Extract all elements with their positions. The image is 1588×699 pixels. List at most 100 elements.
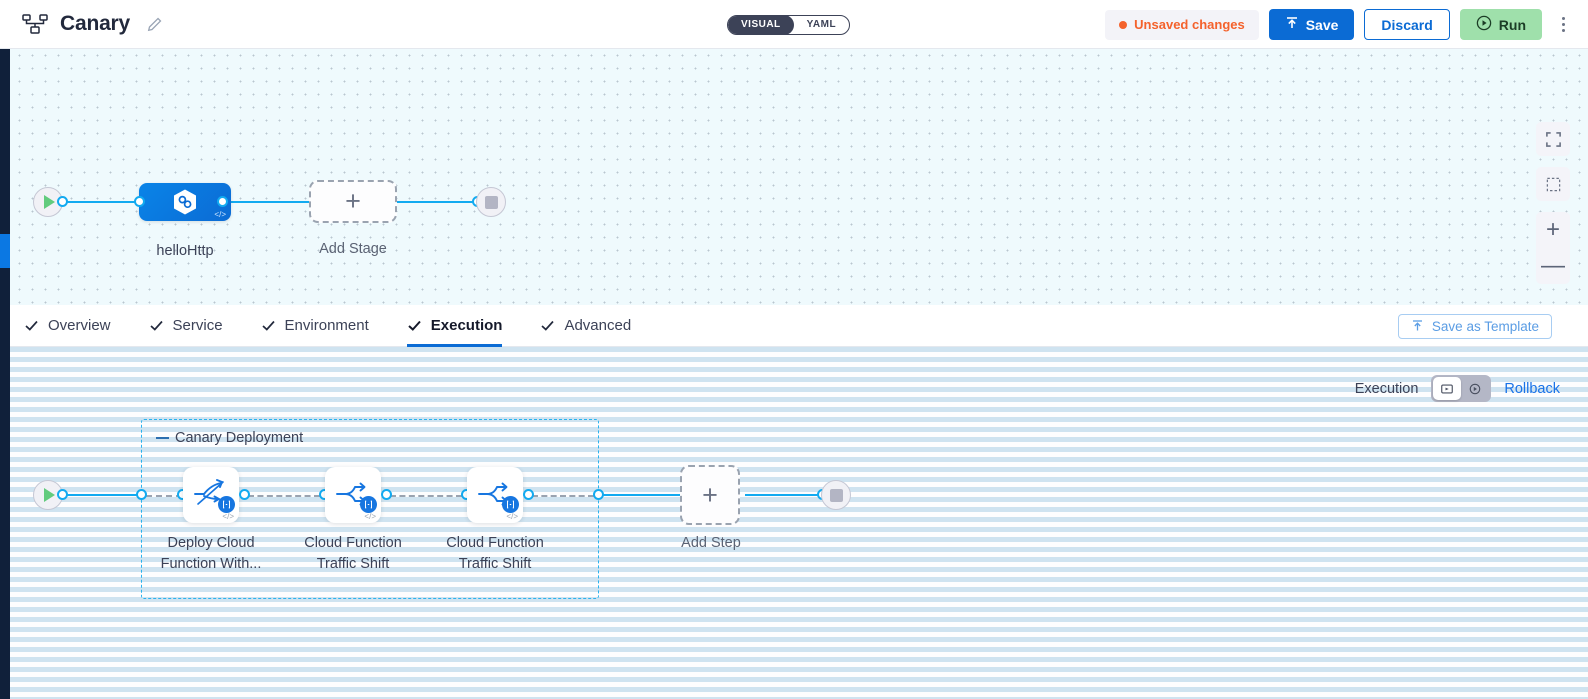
port-stage-in[interactable] (134, 196, 145, 207)
status-badge-unsaved: Unsaved changes (1105, 9, 1259, 40)
step-label-3-line2: Traffic Shift (458, 556, 532, 572)
step-code-badge: </> (364, 512, 376, 521)
execution-label: Execution (1354, 380, 1419, 397)
port-step2-out[interactable] (381, 489, 392, 500)
tab-label: Service (172, 317, 223, 334)
zoom-in-icon[interactable]: + (1545, 216, 1560, 243)
template-upload-icon (1411, 319, 1424, 335)
step-label-2: Cloud Function Traffic Shift (287, 533, 419, 575)
tab-execution[interactable]: Execution (406, 305, 503, 347)
tab-list: Overview Service Environment Execution (0, 305, 631, 347)
start-icon (44, 488, 55, 502)
collapse-dash-icon[interactable] (156, 437, 169, 439)
port-step1-out[interactable] (239, 489, 250, 500)
left-nav-rail[interactable] (0, 49, 10, 699)
stage-canvas[interactable]: </> helloHttp + Add Stage (0, 49, 1588, 305)
save-button[interactable]: Save (1268, 9, 1355, 40)
tab-overview[interactable]: Overview (24, 305, 111, 347)
zoom-out-icon[interactable]: — (1541, 252, 1565, 279)
cloud-function-hex-icon (172, 188, 198, 216)
port-exec-start-out[interactable] (57, 489, 68, 500)
execution-mode-controls: Execution Rollback (1355, 375, 1560, 402)
zoom-in-out-control[interactable]: + — (1536, 212, 1570, 284)
tab-label: Overview (48, 317, 111, 334)
edge-step2-to-step3 (390, 495, 462, 497)
save-label: Save (1305, 16, 1339, 33)
port-start-out[interactable] (57, 196, 68, 207)
check-icon (261, 318, 276, 333)
step-label-3: Cloud Function Traffic Shift (429, 533, 561, 575)
save-as-template-label: Save as Template (1431, 319, 1539, 334)
run-label: Run (1498, 16, 1526, 33)
step-label-2-line2: Traffic Shift (316, 556, 390, 572)
pencil-icon[interactable] (146, 16, 163, 33)
step-group-canary-deployment[interactable]: Canary Deployment (141, 419, 599, 599)
page-title: Canary (60, 12, 131, 35)
edge-group-to-addstep (600, 494, 682, 497)
edge-group-in-dashed (146, 495, 182, 497)
pipeline-graph-icon (22, 14, 48, 34)
discard-button[interactable]: Discard (1364, 9, 1450, 40)
step-node-traffic-shift-1[interactable]: </> (325, 467, 381, 523)
tab-advanced[interactable]: Advanced (540, 305, 631, 347)
stage-code-badge: </> (214, 210, 226, 219)
add-stage-button[interactable]: + (309, 180, 397, 223)
tab-service[interactable]: Service (149, 305, 223, 347)
step-label-2-line1: Cloud Function (304, 535, 402, 551)
fit-screen-icon[interactable] (1536, 122, 1570, 156)
execution-view-icon[interactable] (1433, 377, 1462, 400)
plus-icon: + (702, 479, 718, 510)
port-group-in[interactable] (136, 489, 147, 500)
port-step3-out[interactable] (523, 489, 534, 500)
tab-environment[interactable]: Environment (261, 305, 369, 347)
condition-badge (502, 496, 519, 513)
step-label-1-line1: Deploy Cloud (167, 535, 255, 551)
rollback-link[interactable]: Rollback (1504, 380, 1560, 397)
edge-step3-to-group-out (532, 495, 594, 497)
select-area-icon[interactable] (1536, 167, 1570, 201)
rollback-view-icon[interactable] (1461, 377, 1489, 400)
port-group-out[interactable] (593, 489, 604, 500)
condition-badge (360, 496, 377, 513)
tab-label: Environment (284, 317, 369, 334)
save-as-template-button[interactable]: Save as Template (1397, 314, 1552, 339)
edge-addstep-to-end (745, 494, 823, 497)
unsaved-label: Unsaved changes (1134, 17, 1245, 32)
play-circle-icon (1476, 15, 1492, 34)
check-icon (149, 318, 164, 333)
step-label-3-line1: Cloud Function (446, 535, 544, 551)
step-node-deploy-cloud-function[interactable]: </> (183, 467, 239, 523)
header-actions: Unsaved changes Save Discard Run (1105, 0, 1574, 49)
start-icon (44, 195, 55, 209)
edge-start-to-stage (58, 201, 150, 204)
canvas-zoom-controls: + — (1536, 122, 1570, 284)
step-code-badge: </> (222, 512, 234, 521)
execution-canvas[interactable]: Execution Rollback (0, 347, 1588, 699)
stage-node-hellohttp[interactable]: </> (139, 183, 231, 221)
group-title: Canary Deployment (156, 430, 303, 446)
app-header: Canary VISUAL YAML Unsaved changes (0, 0, 1588, 49)
add-stage-label: Add Stage (319, 241, 387, 257)
visual-yaml-toggle[interactable]: VISUAL YAML (727, 15, 851, 35)
edge-addstage-to-end (390, 201, 485, 204)
stop-icon (484, 195, 498, 209)
step-label-1-line2: Function With... (160, 556, 262, 572)
port-stage-out[interactable] (217, 196, 228, 207)
toggle-visual[interactable]: VISUAL (728, 16, 794, 34)
stop-icon (829, 488, 843, 502)
pipeline-end-node[interactable] (476, 187, 506, 217)
check-icon (407, 318, 422, 333)
tab-label: Execution (430, 317, 503, 334)
toggle-yaml[interactable]: YAML (806, 19, 837, 30)
run-button[interactable]: Run (1459, 9, 1542, 40)
step-node-traffic-shift-2[interactable]: </> (467, 467, 523, 523)
tab-label: Advanced (564, 317, 632, 334)
execution-mode-toggle[interactable] (1431, 375, 1492, 402)
plus-icon: + (345, 186, 361, 216)
header-left-group: Canary (0, 12, 163, 36)
execution-end-node[interactable] (821, 480, 851, 510)
kebab-menu-icon[interactable] (1552, 10, 1574, 40)
step-code-badge: </> (506, 512, 518, 521)
step-label-1: Deploy Cloud Function With... (145, 533, 277, 575)
add-step-button[interactable]: + (680, 465, 740, 525)
